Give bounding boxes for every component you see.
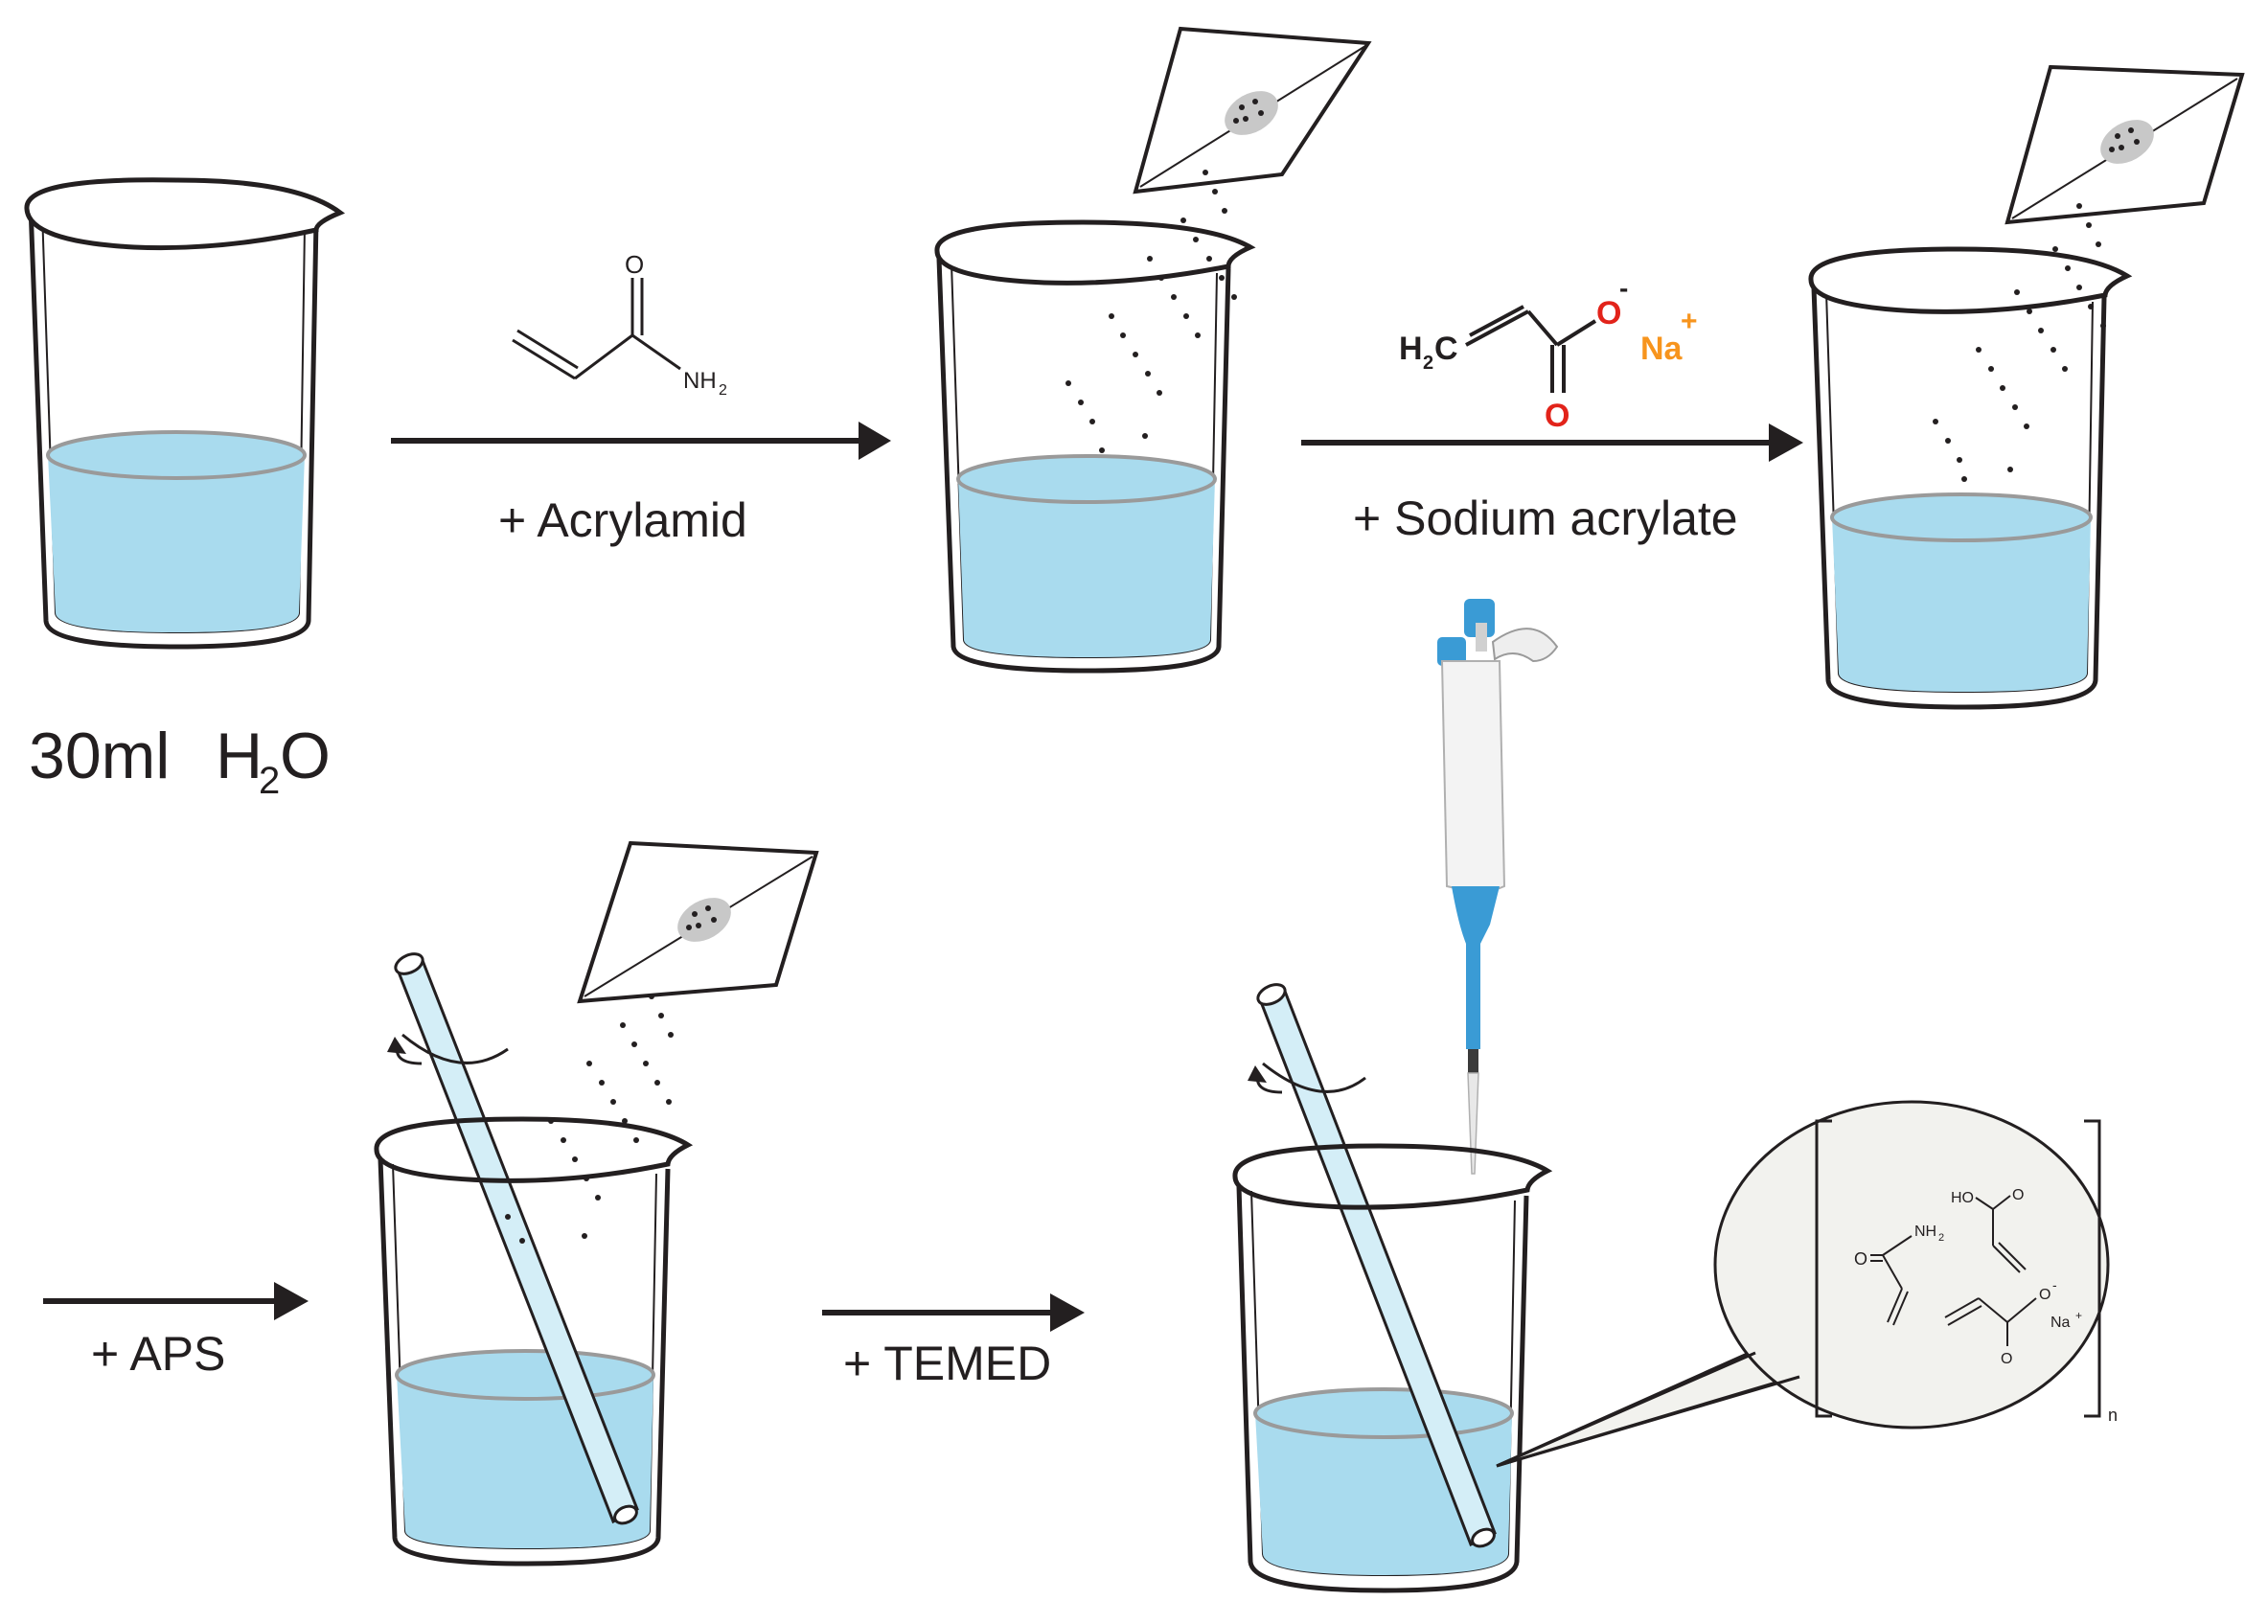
svg-text:O: O: [1596, 295, 1621, 332]
arrow-aps: [43, 1282, 309, 1320]
water-label: 30ml H 2 O: [29, 720, 331, 802]
acrylamide-structure: O NH 2: [512, 250, 727, 399]
step-label-acrylamid: + Acrylamid: [498, 493, 747, 547]
beaker-final-rim: [1232, 1143, 1553, 1210]
step-label-aps: + APS: [91, 1327, 225, 1381]
svg-text:NH: NH: [683, 368, 717, 394]
polymer-callout: n O NH 2 HO O O - O Na +: [1496, 1100, 2118, 1468]
svg-text:H: H: [1399, 331, 1423, 367]
stirring-rod-1-rim-front: [374, 1116, 694, 1183]
step-label-sodium-acrylate: + Sodium acrylate: [1353, 492, 1738, 545]
svg-text:+: +: [1681, 306, 1698, 337]
svg-text:H: H: [216, 720, 263, 792]
svg-text:n: n: [2108, 1406, 2118, 1425]
svg-text:O: O: [625, 250, 644, 279]
beaker-sodium-acrylate: [1808, 246, 2133, 710]
stirring-rod-1: [394, 952, 639, 1525]
beaker-water: [24, 177, 346, 650]
falling-powder-1: [1065, 170, 1237, 453]
svg-text:2: 2: [259, 760, 280, 802]
svg-text:Na: Na: [2050, 1315, 2071, 1331]
svg-text:-: -: [1619, 273, 1628, 303]
svg-text:O: O: [280, 720, 331, 792]
svg-text:NH: NH: [1914, 1224, 1936, 1240]
rotation-arrow-1: [387, 1033, 509, 1065]
arrow-acrylamide: [391, 422, 891, 460]
stirring-rod-2: [1256, 983, 1497, 1548]
svg-text:2: 2: [1938, 1232, 1944, 1244]
step-label-temed: + TEMED: [843, 1337, 1051, 1390]
falling-powder-2: [1933, 203, 2106, 482]
svg-text:O: O: [2001, 1351, 2012, 1367]
arrow-sodium-acrylate: [1301, 423, 1803, 462]
svg-text:30ml: 30ml: [29, 720, 170, 792]
falling-powder-3: [505, 994, 674, 1244]
pipette: [1437, 599, 1559, 1175]
weighing-paper-1: [1133, 26, 1372, 194]
svg-text:+: +: [2075, 1309, 2082, 1322]
svg-text:2: 2: [719, 382, 727, 399]
weighing-paper-2: [2005, 64, 2245, 225]
sodium-acrylate-structure: H 2 C O - O Na +: [1399, 273, 1698, 434]
svg-text:Na: Na: [1640, 331, 1684, 367]
beaker-acrylamide: [934, 219, 1256, 674]
svg-text:2: 2: [1423, 353, 1433, 374]
svg-text:O: O: [2012, 1187, 2024, 1203]
svg-text:O: O: [2039, 1287, 2050, 1303]
svg-text:O: O: [1545, 398, 1569, 434]
svg-text:HO: HO: [1951, 1190, 1974, 1206]
svg-text:C: C: [1434, 331, 1458, 367]
svg-text:-: -: [2052, 1277, 2057, 1292]
weighing-paper-3: [577, 840, 819, 1004]
svg-text:O: O: [1854, 1249, 1867, 1269]
arrow-temed: [822, 1293, 1085, 1332]
rotation-arrow-2: [1248, 1062, 1366, 1094]
